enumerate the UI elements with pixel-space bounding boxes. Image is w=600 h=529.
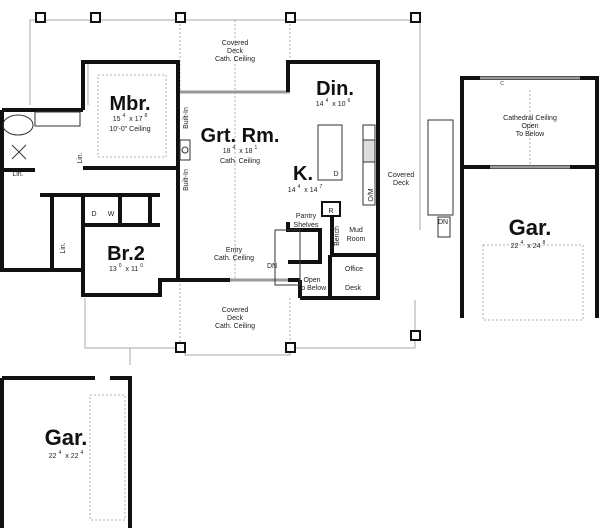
label: Office [345,266,363,273]
label: Mud [349,227,363,234]
label: D [333,171,338,178]
label: DN [267,263,277,270]
label: D [91,211,96,218]
label: Lin. [12,171,23,178]
label: Room [347,236,366,243]
label: O/M [368,188,375,201]
label: Deck [227,48,243,55]
label: Lin. [60,242,67,253]
main-house-walls [0,60,380,300]
label: W [108,211,115,218]
right-garage-walls [460,76,599,318]
label: Entry [226,247,243,254]
label: Lin. [77,152,84,163]
label: C [500,81,504,87]
room-name: Gar. [45,425,88,450]
room-note: Cath. Ceiling [220,158,260,165]
label: Bench [334,226,341,246]
label: Cath. Ceiling [215,56,255,63]
label: Covered [388,172,415,179]
room-name: Gar. [509,215,552,240]
label: Open [303,277,320,284]
label: Covered [222,307,249,314]
deck-top-label: Covered Deck Cath. Ceiling [215,40,255,63]
fixtures [2,74,584,521]
deck-posts [35,12,421,353]
stairs [274,119,454,286]
room-name: Din. [316,78,354,100]
room-note: 10'-0" Ceiling [109,126,150,133]
label: Built-In [183,169,190,191]
room-name: Br.2 [107,243,145,265]
label: Cath. Ceiling [215,323,255,330]
label: Desk [345,285,361,292]
label: Shelves [294,222,319,229]
left-garage-walls [0,376,132,528]
covered-deck-outline [29,19,421,365]
room-name: K. [293,163,313,185]
label: To Below [516,131,545,138]
misc-labels: Covered Deck Cath. Ceiling Covered Deck … [12,81,504,330]
label: Deck [227,315,243,322]
label: Built-In [183,107,190,129]
label: Covered [222,40,249,47]
room-name: Mbr. [109,93,150,115]
label: R [328,208,333,215]
label: Open [521,123,538,130]
label: Pantry [296,213,317,220]
label: DN [438,219,448,226]
label: Cathedral Ceiling [503,115,557,122]
label: To Below [298,285,327,292]
label: Deck [393,180,409,187]
room-name: Grt. Rm. [201,125,280,147]
label: Cath. Ceiling [214,255,254,262]
